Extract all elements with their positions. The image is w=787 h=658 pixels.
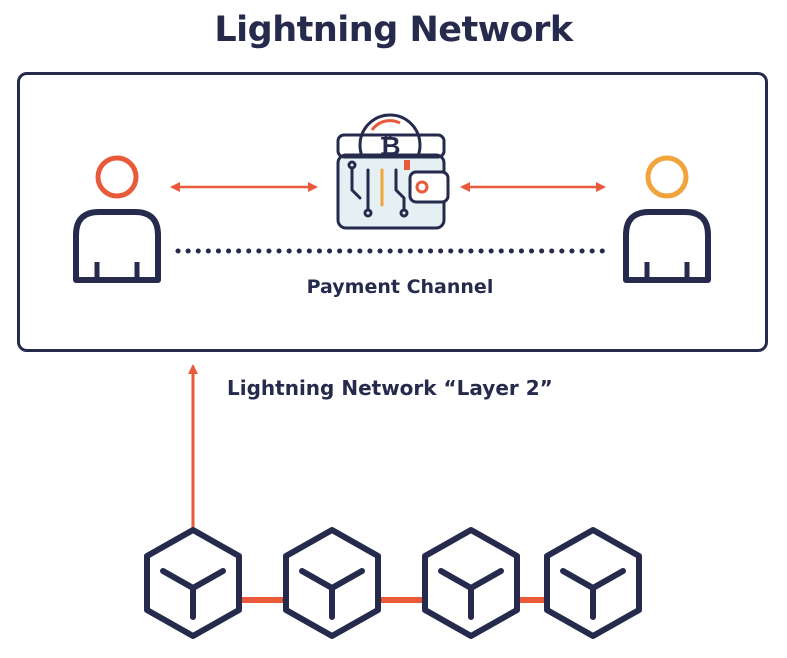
payment-channel-box (17, 72, 768, 352)
user-right-icon (623, 155, 711, 283)
bitcoin-wallet-icon: ₿ (336, 113, 450, 230)
blockchain-cube-icon (144, 527, 642, 639)
payment-channel-label: Payment Channel (306, 276, 494, 298)
layer-2-label: Lightning Network “Layer 2” (227, 376, 553, 400)
page-title: Lightning Network (214, 10, 573, 50)
user-left-icon (73, 155, 161, 283)
